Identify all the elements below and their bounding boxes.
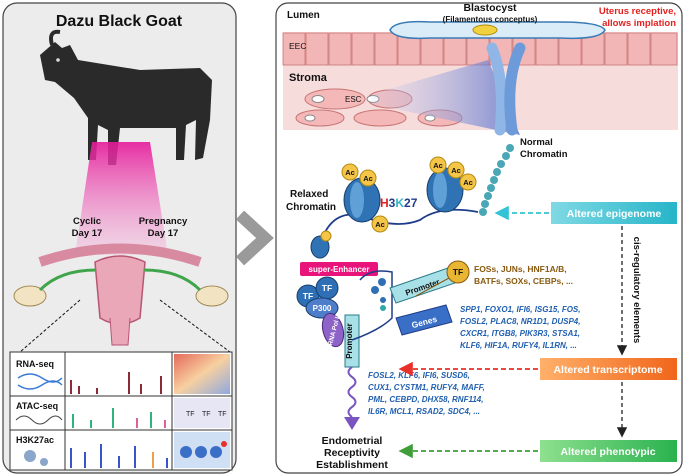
uterus-receptive-line2: allows implation	[602, 18, 676, 29]
zoom-line-right	[159, 299, 231, 353]
tf-brown	[446, 260, 470, 284]
tf-binding-label-2: TF	[202, 411, 211, 418]
pregnancy-label: Pregnancy	[139, 216, 188, 227]
altered-epigenome-label: Altered epigenome	[567, 208, 662, 220]
super-enhancer-box	[300, 262, 378, 276]
pregnancy-day-label: Day 17	[148, 228, 179, 239]
target-genes-line-4: KLF6, HIF1A, RUFY4, IL1RN, ...	[460, 341, 577, 350]
relaxed-chromatin-label-2: Chromatin	[286, 202, 336, 213]
blastocyst-sub-label: (Filamentous conceptus)	[443, 15, 538, 24]
tf-genes-line-1: FOSs, JUNs, HNF1A/B,	[474, 264, 567, 274]
ac-mark-3: Ac	[375, 220, 385, 229]
stromal-cell	[304, 88, 366, 110]
mrna-strand	[347, 366, 357, 418]
goat-illustration	[40, 29, 212, 165]
stroma-label: Stroma	[289, 72, 328, 84]
altered-transcriptome-label: Altered transcriptome	[553, 364, 662, 376]
uterus-receptive-line1: Uterus receptive,	[599, 6, 676, 17]
acetyl-icon	[24, 450, 36, 462]
atac-icon	[15, 415, 63, 425]
p300-label: P300	[313, 304, 332, 313]
left-panel-title: Dazu Black Goat	[56, 13, 183, 30]
atac-seq-signal	[72, 408, 166, 428]
normal-chromatin-fiber	[479, 144, 514, 216]
super-enhancer-label: super-Enhancer	[309, 265, 370, 274]
tf-left-label: TF	[303, 291, 313, 301]
h3k27ac-signal	[70, 444, 168, 468]
uterus-illustration	[13, 243, 229, 346]
tf-brown-label: TF	[453, 267, 463, 277]
track-atac-label: ATAC-seq	[16, 401, 58, 411]
ac-mark-2: Ac	[363, 174, 373, 183]
rna-pol-ii	[321, 312, 345, 348]
target-genes-line-3: CXCR1, ITGB8, PIK3R3, STSA1,	[460, 329, 580, 338]
relaxed-chromatin-label-1: Relaxed	[290, 189, 328, 200]
tf-right-label: TF	[322, 283, 332, 293]
esc-label: ESC	[345, 95, 362, 104]
altered-epigenome-box	[551, 202, 677, 224]
track-rna-label: RNA-seq	[16, 359, 54, 369]
inner-cell-mass	[472, 24, 498, 36]
ac-mark-6: Ac	[463, 178, 473, 187]
panel-arrow	[235, 210, 274, 266]
target-genes-line-2: FOSL2, PLAC8, NR1D1, DUSP4,	[460, 317, 580, 326]
tf-genes-line-2: BATFs, SOXs, CEBPs, ...	[474, 276, 573, 286]
track-h3k27ac-label: H3K27ac	[16, 435, 54, 445]
tf-binding-label-1: TF	[186, 411, 195, 418]
magenta-glow	[75, 142, 168, 255]
promoter-vertical-label: Promoter	[345, 323, 354, 359]
phenotype-genes-line-1: FOSL2, KLF6, IFI6, SUSD6,	[368, 371, 470, 380]
cis-elements-label: cis-regulatory elements	[631, 237, 642, 344]
mrna-arrow	[344, 417, 360, 430]
lumen-label: Lumen	[287, 10, 320, 21]
phenotype-genes-line-2: CUX1, CYSTM1, RUFY4, MAFF,	[368, 383, 485, 392]
heatmap	[174, 354, 230, 394]
altered-phenotypic-label: Altered phenotypic	[560, 446, 655, 458]
acetyl-marks: Ac Ac Ac Ac Ac Ac	[341, 156, 477, 233]
nucleosome-3	[310, 235, 330, 259]
tf-binding-box	[174, 398, 230, 428]
nucleosome-2	[426, 167, 464, 213]
genes-box	[395, 304, 453, 336]
ac-mark-5: Ac	[451, 166, 461, 175]
blastocyst-label: Blastocyst	[463, 2, 517, 14]
eec-label: EEC	[289, 41, 306, 51]
target-genes-line-1: SPP1, FOXO1, IFI6, ISG15, FOS,	[460, 305, 580, 314]
h3k27-label: H3K27	[380, 196, 418, 210]
ac-mark-1: Ac	[345, 168, 355, 177]
ac-mark-4: Ac	[433, 161, 443, 170]
cyclic-day-label: Day 17	[72, 228, 103, 239]
dna-icon	[17, 373, 63, 390]
phenotype-genes-line-4: IL6R, MCL1, RSAD2, SDC4, ...	[368, 407, 480, 416]
outcome-line-2: Receptivity	[324, 447, 380, 459]
cyclic-label: Cyclic	[73, 216, 101, 227]
normal-chromatin-label-2: Chromatin	[520, 149, 568, 160]
altered-transcriptome-box	[540, 358, 677, 380]
outcome-line-1: Endometrial	[322, 435, 383, 447]
chromosome	[486, 42, 526, 136]
zoom-line-left	[19, 299, 81, 353]
phenotype-genes-line-3: PML, CEBPD, DHX58, RNF114,	[368, 395, 483, 404]
rna-seq-signal	[70, 372, 162, 394]
tf-binding-label-3: TF	[218, 411, 227, 418]
zoom-cone	[372, 60, 520, 135]
altered-phenotypic-box	[540, 440, 677, 462]
outcome-line-3: Establishment	[316, 459, 388, 471]
nucleosome-1	[343, 177, 381, 223]
normal-chromatin-label-1: Normal	[520, 137, 553, 148]
